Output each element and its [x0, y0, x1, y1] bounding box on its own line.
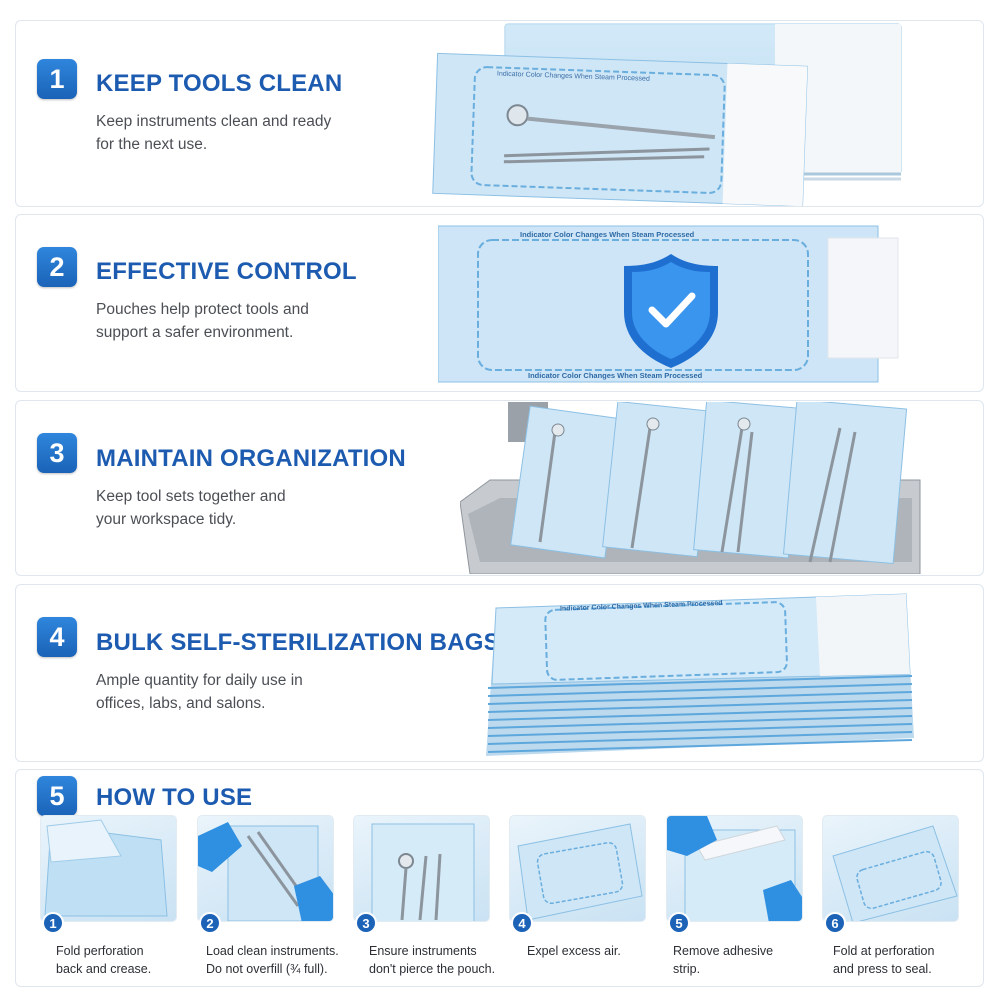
- bulk-stack-illustration: Indicator Color Changes When Steam Proce…: [486, 593, 914, 756]
- caption-line: Fold at perforation: [833, 944, 935, 958]
- feature-description-line: support a safer environment.: [96, 324, 294, 341]
- feature-description-line: for the next use.: [96, 136, 208, 153]
- feature-description: Ample quantity for daily use in offices,…: [96, 669, 366, 715]
- caption-line: and press to seal.: [833, 962, 932, 976]
- check-instruments-illustration: [371, 823, 475, 921]
- remove-strip-illustration: [667, 816, 802, 921]
- shield-check-icon: [624, 254, 718, 368]
- how-to-step-caption: Ensure instruments don't pierce the pouc…: [369, 942, 519, 978]
- how-to-step-caption: Expel excess air.: [527, 942, 677, 960]
- indicator-text: Indicator Color Changes When Steam Proce…: [528, 371, 703, 380]
- how-to-step-image-1: [40, 815, 177, 922]
- indicator-text: Indicator Color Changes When Steam Proce…: [520, 230, 695, 239]
- how-to-step-image-4: [509, 815, 646, 922]
- how-to-step-caption: Fold at perforation and press to seal.: [833, 942, 983, 978]
- feature-description: Keep instruments clean and ready for the…: [96, 110, 366, 156]
- step-badge: 1: [37, 59, 77, 99]
- pouch-stack-illustration: Indicator Color Changes When Steam Proce…: [432, 23, 902, 206]
- feature-description: Keep tool sets together and your workspa…: [96, 485, 366, 531]
- feature-description-line: Pouches help protect tools and: [96, 301, 309, 318]
- feature-description: Pouches help protect tools and support a…: [96, 298, 366, 344]
- how-to-use-title: HOW TO USE: [96, 784, 253, 811]
- feature-description-line: your workspace tidy.: [96, 511, 237, 528]
- expel-air-illustration: [517, 823, 643, 921]
- how-to-step-number: 1: [42, 912, 64, 934]
- feature-title: KEEP TOOLS CLEAN: [96, 70, 343, 97]
- how-to-step-number: 5: [668, 912, 690, 934]
- how-to-step-number: 6: [824, 912, 846, 934]
- how-to-step-image-2: [197, 815, 334, 922]
- stack-edges: [487, 675, 913, 753]
- glove-icon: [667, 816, 717, 856]
- caption-line: Do not overfill (¾ full).: [206, 962, 328, 976]
- feature-title: MAINTAIN ORGANIZATION: [96, 445, 406, 472]
- glove-icon: [763, 880, 802, 921]
- glove-icon: [294, 876, 333, 921]
- how-to-step-image-5: [666, 815, 803, 922]
- how-to-step-number: 2: [199, 912, 221, 934]
- glove-icon: [198, 822, 242, 872]
- seal-pouch-illustration: [832, 825, 958, 921]
- feature-title: EFFECTIVE CONTROL: [96, 258, 357, 285]
- caption-line: don't pierce the pouch.: [369, 962, 496, 976]
- step-badge: 3: [37, 433, 77, 473]
- tray-pouch: [782, 402, 908, 565]
- step-badge: 4: [37, 617, 77, 657]
- caption-line: Remove adhesive: [673, 944, 774, 958]
- steel-tray-illustration: [460, 402, 921, 574]
- feature-description-line: Ample quantity for daily use in: [96, 672, 303, 689]
- how-to-step-number: 4: [511, 912, 533, 934]
- how-to-step-caption: Remove adhesive strip.: [673, 942, 823, 978]
- fold-pouch-illustration: [44, 819, 168, 917]
- how-to-step-image-6: [822, 815, 959, 922]
- feature-description-line: Keep tool sets together and: [96, 488, 286, 505]
- caption-line: strip.: [673, 962, 701, 976]
- caption-line: back and crease.: [56, 962, 152, 976]
- step-badge: 2: [37, 247, 77, 287]
- caption-line: Load clean instruments.: [206, 944, 339, 958]
- feature-description-line: Keep instruments clean and ready: [96, 113, 332, 130]
- caption-line: Fold perforation: [56, 944, 144, 958]
- how-to-step-caption: Fold perforation back and crease.: [56, 942, 206, 978]
- caption-line: Ensure instruments: [369, 944, 477, 958]
- feature-title: BULK SELF-STERILIZATION BAGS: [96, 629, 500, 656]
- step-badge: 5: [37, 776, 77, 816]
- how-to-step-image-3: [353, 815, 490, 922]
- caption-line: Expel excess air.: [527, 944, 621, 958]
- tray-pouch: [693, 402, 802, 559]
- shield-pouch-illustration: Indicator Color Changes When Steam Proce…: [438, 225, 899, 383]
- feature-description-line: offices, labs, and salons.: [96, 695, 266, 712]
- how-to-step-number: 3: [355, 912, 377, 934]
- front-pouch: Indicator Color Changes When Steam Proce…: [432, 52, 808, 206]
- load-instruments-illustration: [198, 822, 333, 921]
- how-to-step-caption: Load clean instruments. Do not overfill …: [206, 942, 356, 978]
